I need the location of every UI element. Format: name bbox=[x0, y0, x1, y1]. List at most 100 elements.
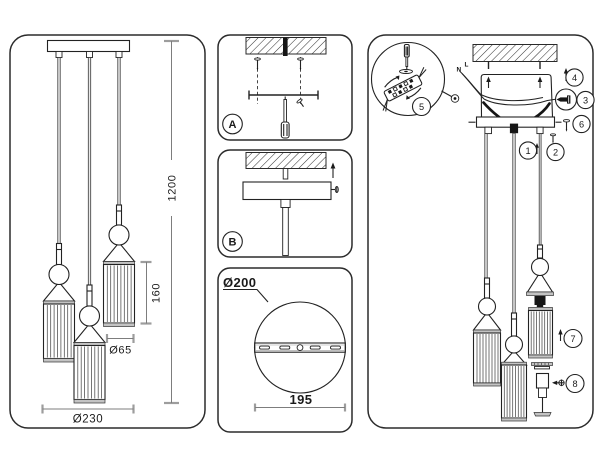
screw-icon bbox=[297, 57, 304, 71]
cable-middle bbox=[512, 132, 516, 314]
ceiling-hatch bbox=[245, 152, 327, 169]
step-a-border bbox=[217, 34, 353, 141]
pendant-right bbox=[102, 204, 136, 327]
callout-4: 4 bbox=[565, 68, 584, 87]
screw-icon bbox=[563, 119, 570, 132]
cable-left bbox=[484, 133, 488, 279]
callout-3-label: 3 bbox=[583, 95, 588, 105]
mounting-bracket bbox=[248, 90, 319, 100]
cable-right bbox=[538, 133, 542, 246]
cable-right bbox=[117, 57, 121, 206]
callout-3: 3 bbox=[576, 90, 595, 110]
connection-point bbox=[450, 94, 460, 103]
mount-plate-panel: Ø200 195 bbox=[217, 267, 353, 433]
washer-icon bbox=[399, 69, 413, 74]
callout-4-label: 4 bbox=[572, 73, 577, 83]
loose-screw-icon bbox=[296, 98, 304, 108]
supply-wire bbox=[461, 73, 485, 100]
up-arrow-icon bbox=[537, 76, 543, 88]
slot bbox=[309, 345, 321, 350]
dim-total-height-label: 1200 bbox=[166, 175, 178, 202]
callout-1: 1 bbox=[518, 141, 538, 160]
cable-middle bbox=[87, 57, 92, 286]
callout-8-label: 8 bbox=[572, 379, 577, 389]
pendant-left bbox=[42, 242, 76, 363]
cable-grip bbox=[536, 126, 544, 135]
center-hole bbox=[296, 344, 304, 351]
wire-line-label: L bbox=[465, 62, 469, 69]
screwdriver-icon bbox=[403, 43, 410, 69]
pendant-middle bbox=[500, 312, 528, 422]
internal-wire bbox=[480, 94, 544, 102]
step-a-panel: A bbox=[217, 34, 353, 141]
cord-grip bbox=[509, 123, 519, 134]
step-b-badge: B bbox=[222, 231, 243, 252]
cable-grip bbox=[484, 126, 492, 135]
ceiling-anchor bbox=[282, 168, 289, 180]
callout-8: 8 bbox=[565, 373, 585, 394]
insert-screw-icon bbox=[552, 379, 565, 387]
dim-text-mask bbox=[165, 160, 178, 216]
wiring-detail-inset bbox=[370, 41, 452, 117]
plate-diameter-label: Ø200 bbox=[223, 275, 256, 290]
step-b-panel: B bbox=[217, 149, 353, 258]
internal-wire bbox=[483, 98, 556, 106]
installation-panel: N L bbox=[367, 34, 595, 429]
step-a-badge: A bbox=[222, 113, 243, 135]
dim-hole-spacing-label: 195 bbox=[290, 392, 313, 407]
terminal-block-icon bbox=[382, 67, 427, 112]
lamp-socket bbox=[534, 296, 546, 305]
up-arrow-icon bbox=[558, 329, 563, 341]
slot bbox=[330, 345, 341, 350]
canopy-bar bbox=[46, 39, 131, 58]
ceiling-anchor bbox=[283, 37, 288, 56]
dim-shade-height-label: 160 bbox=[151, 283, 163, 303]
callout-7-label: 7 bbox=[570, 334, 575, 344]
callout-5-label: 5 bbox=[419, 102, 424, 112]
dim-shade-diameter: Ø65 bbox=[105, 334, 135, 357]
dim-shade-height: 160 bbox=[140, 260, 163, 325]
leader-line bbox=[223, 288, 269, 303]
canopy-cover bbox=[480, 73, 554, 118]
dim-hole-spacing: 195 bbox=[253, 392, 347, 412]
pendant-left bbox=[472, 277, 502, 387]
slot bbox=[259, 345, 270, 350]
suspension-rod bbox=[282, 207, 289, 256]
dimension-panel-border bbox=[9, 34, 206, 429]
callout-1-label: 1 bbox=[525, 146, 530, 156]
callout-2: 2 bbox=[546, 142, 565, 162]
cable-left bbox=[57, 57, 61, 244]
dim-fixture-diameter: Ø230 bbox=[41, 404, 135, 426]
ceiling-hatch bbox=[472, 44, 558, 62]
pendant-right-exploded bbox=[526, 244, 554, 417]
step-b-label: B bbox=[229, 237, 237, 249]
mount-bracket-bar bbox=[254, 342, 346, 353]
up-arrow-icon bbox=[486, 76, 491, 88]
dim-shade-diameter-label: Ø65 bbox=[109, 345, 132, 357]
canopy-plate bbox=[242, 181, 332, 201]
step-a-label: A bbox=[229, 119, 237, 131]
callout-6-label: 6 bbox=[579, 119, 584, 129]
callout-5: 5 bbox=[411, 96, 432, 117]
callout-2-label: 2 bbox=[553, 147, 558, 157]
wire-end bbox=[418, 67, 427, 78]
dim-total-height: 1200 bbox=[164, 39, 179, 405]
dim-fixture-diameter-label: Ø230 bbox=[73, 414, 104, 426]
retaining-ring bbox=[531, 362, 553, 370]
callout-6: 6 bbox=[572, 114, 591, 134]
wire-neutral-label: N bbox=[457, 67, 462, 74]
screwdriver-icon bbox=[280, 96, 290, 139]
callout-7: 7 bbox=[563, 328, 583, 349]
up-arrow-icon bbox=[330, 162, 336, 178]
pendant-middle bbox=[72, 284, 107, 404]
side-screw-icon bbox=[331, 186, 339, 193]
inset-leader bbox=[441, 90, 452, 97]
screw-icon bbox=[549, 133, 557, 144]
screw-icon bbox=[254, 57, 261, 71]
slot bbox=[279, 345, 291, 350]
dimension-panel: 1200 160 Ø65 Ø230 bbox=[9, 34, 206, 429]
rod-joint bbox=[280, 199, 291, 208]
wire-end bbox=[382, 99, 388, 112]
